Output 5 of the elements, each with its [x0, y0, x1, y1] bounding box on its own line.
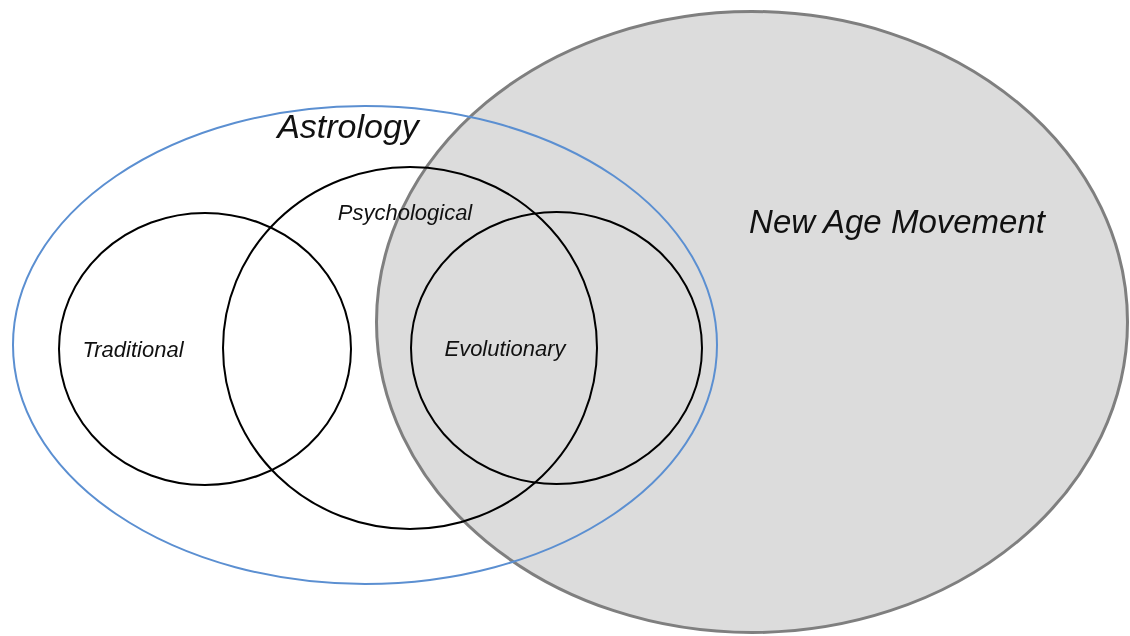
set-label: Traditional [82, 337, 184, 363]
set-label: Astrology [277, 106, 419, 146]
set-label: New Age Movement [749, 203, 1045, 241]
set-label: Evolutionary [444, 336, 566, 362]
set-label: Psychological [337, 200, 473, 226]
